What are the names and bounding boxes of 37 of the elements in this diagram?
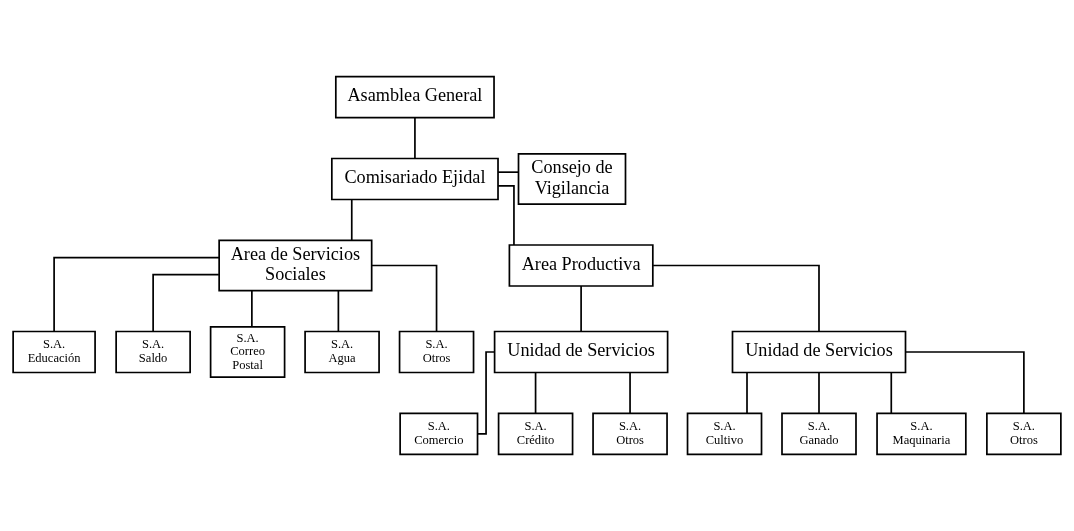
node-box: S.A. Agua [304,330,380,374]
connector [350,198,353,242]
connector [497,184,515,246]
node-box: Asamblea General [334,75,495,119]
connector [370,264,438,333]
node-box: S.A. Educación [12,330,96,374]
connector [497,171,520,173]
node-box: S.A. Comercio [399,412,479,456]
connector [890,371,893,414]
node-box: S.A. Crédito [497,412,574,456]
node-box: Area Productiva [508,244,654,287]
node-box: S.A. Otros [398,330,475,374]
connector [746,371,748,414]
connector [337,290,340,332]
node-box: S.A. Otros [986,412,1062,456]
connector [414,116,416,159]
connector [629,371,631,414]
connector [652,264,820,333]
node-box: Unidad de Servicios [731,330,907,374]
connector [53,256,220,333]
connector [818,371,820,414]
connector [476,351,496,435]
node-box: Consejo de Vigilancia [517,153,627,205]
node-box: S.A. Ganado [781,412,857,456]
node-box: S.A. Saldo [115,330,191,374]
node-box: Unidad de Servicios [493,330,669,374]
node-box: S.A. Maquinaria [876,412,967,456]
node-box: S.A. Cultivo [686,412,763,456]
connector [152,273,220,333]
connector [534,371,537,414]
node-box: Area de Servicios Sociales [218,239,373,292]
node-box: S.A. Otros [592,412,668,456]
connector [580,285,582,333]
connector [251,290,253,328]
node-box: Comisariado Ejidal [330,157,499,201]
node-box: S.A. Correo Postal [209,326,286,378]
connector [904,351,1025,415]
